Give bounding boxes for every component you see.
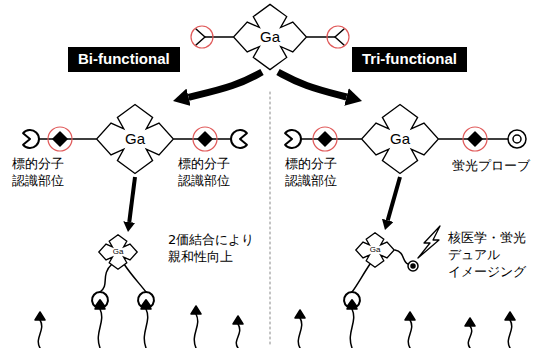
drawing-part: [23, 26, 526, 348]
annotation-label: 標的分子 認識部位: [285, 156, 337, 190]
highlight-circle: [463, 127, 487, 151]
fluorescent-probe: [508, 130, 526, 148]
category-box: Tri-functional: [352, 47, 467, 72]
receptor-strand: [98, 309, 101, 348]
process-arrow: [129, 177, 135, 222]
highlight-circle: [48, 127, 72, 151]
receptor-tip: [295, 310, 305, 318]
receptor-group: [295, 301, 515, 348]
complex-outline-path: [234, 4, 307, 69]
receptor-strand: [350, 309, 353, 348]
process-arrow: [189, 72, 262, 97]
gallium-complex: Ga: [360, 103, 440, 175]
gallium-complex: Ga: [98, 234, 138, 270]
receptor-strand: [468, 326, 471, 348]
metal-label: Ga: [113, 248, 124, 257]
complex-outline-path: [99, 235, 137, 270]
category-label: Bi-functional: [78, 51, 170, 68]
linker-diamond: [198, 132, 212, 146]
metal-label: Ga: [260, 29, 280, 46]
receptor-tip: [35, 312, 45, 320]
metal-label: Ga: [390, 131, 410, 148]
linker-diamond: [318, 132, 332, 146]
gallium-complex: Ga: [95, 103, 175, 175]
receptor-strand: [298, 318, 301, 348]
linker-arm: [307, 36, 335, 38]
receptor-strand: [194, 314, 197, 348]
receptor-tip: [191, 306, 201, 314]
highlight-circle: [193, 127, 217, 151]
receptor-tip: [141, 301, 151, 309]
annotation-label: 標的分子 認識部位: [178, 156, 230, 190]
lightning-symbol: [418, 226, 440, 258]
complex-outline-path: [362, 104, 439, 173]
receptor-tip: [505, 312, 515, 320]
highlight-circle: [327, 26, 349, 48]
divider-line: [270, 92, 271, 346]
highlight-circle: [191, 26, 213, 48]
receptor-tip: [233, 316, 243, 324]
metal-label: Ga: [125, 131, 145, 148]
annotation-label: 標的分子 認識部位: [12, 156, 64, 190]
highlight-circle: [313, 127, 337, 151]
receptor-strand: [236, 324, 239, 348]
complex-outline-path: [97, 104, 174, 173]
y-terminal: [196, 29, 205, 45]
annotation-label: 蛍光プローブ: [452, 158, 530, 175]
linker-arm: [205, 36, 233, 38]
linker-strand: [352, 264, 370, 292]
receptor-group: [35, 301, 243, 348]
receptor-tip: [465, 318, 475, 326]
fluorescent-probe: [408, 261, 418, 271]
fluorescent-probe-core: [513, 135, 521, 143]
annotation-label: 2価結合により 親和性向上: [168, 232, 254, 266]
annotation-label: 核医学・蛍光 デュアル イメージング: [448, 230, 526, 281]
linker-diamond: [53, 132, 67, 146]
receptor-tip: [95, 301, 105, 309]
receptor-strand: [144, 309, 147, 348]
process-arrow: [388, 177, 400, 220]
receptor-tip: [347, 301, 357, 309]
linker-strand: [395, 250, 408, 264]
receptor-tip: [405, 312, 415, 320]
gallium-complex: Ga: [355, 232, 395, 268]
complex-outline-path: [356, 233, 394, 268]
y-terminal: [335, 29, 344, 45]
recognition-pacman: [231, 130, 247, 148]
metal-label: Ga: [370, 246, 381, 255]
process-arrow: [278, 72, 347, 97]
fluorescent-probe-core: [411, 264, 415, 268]
category-label: Tri-functional: [362, 51, 457, 68]
gallium-complex: Ga: [232, 3, 308, 71]
linker-strand: [100, 264, 112, 292]
recognition-pacman: [285, 130, 301, 148]
linker-diamond: [468, 132, 482, 146]
category-box: Bi-functional: [68, 47, 180, 72]
linker-strand: [124, 264, 146, 292]
recognition-pacman: [23, 130, 39, 148]
receptor-strand: [408, 320, 411, 348]
receptor-strand: [508, 320, 511, 348]
receptor-strand: [38, 320, 41, 348]
